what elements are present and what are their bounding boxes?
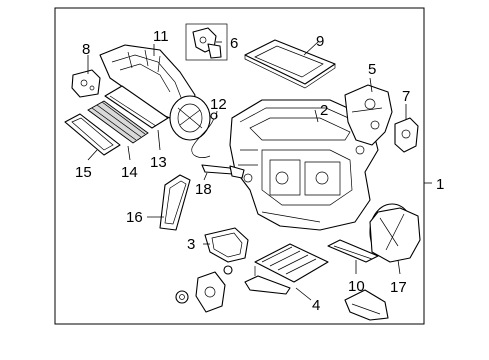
part-bracket-bottom: [175, 265, 233, 313]
part-12-actuator: [191, 112, 218, 158]
part-18-sensor: [201, 164, 245, 179]
callout-6: 6: [230, 35, 238, 52]
part-13-filter-door: [104, 85, 169, 129]
part-11-blower-housing: [99, 44, 211, 141]
part-17-blower-motor: [369, 203, 421, 263]
callout-14: 14: [121, 164, 138, 181]
part-bottom-right-bracket: [344, 289, 389, 321]
callout-5: 5: [368, 61, 376, 78]
callout-3: 3: [187, 236, 195, 253]
part-7-actuator: [394, 117, 419, 153]
part-4-heater-core: [244, 243, 329, 295]
callout-16: 16: [126, 209, 143, 226]
callout-17: 17: [390, 279, 407, 296]
callout-12: 12: [210, 96, 227, 113]
part-5-bracket: [344, 84, 393, 146]
callout-8: 8: [82, 41, 90, 58]
part-8-bracket: [71, 69, 101, 98]
callout-1: 1: [436, 176, 444, 193]
part-3-duct: [204, 227, 249, 263]
part-15-filter-frame: [64, 113, 121, 156]
part-6-bracket: [185, 23, 228, 61]
assembly-frame: [54, 7, 425, 325]
callout-4: 4: [312, 297, 320, 314]
callout-13: 13: [150, 154, 167, 171]
callout-18: 18: [195, 181, 212, 198]
leader-lines: [87, 41, 407, 301]
callout-9: 9: [316, 33, 324, 50]
part-14-cabin-filter: [87, 100, 149, 144]
callout-11: 11: [153, 28, 169, 45]
callout-15: 15: [75, 164, 92, 181]
callout-2: 2: [320, 102, 328, 119]
part-16-plate: [159, 174, 191, 231]
callout-10: 10: [348, 278, 365, 295]
callout-7: 7: [402, 88, 410, 105]
part-9-cover: [244, 39, 336, 89]
part-10-seal: [327, 239, 379, 263]
